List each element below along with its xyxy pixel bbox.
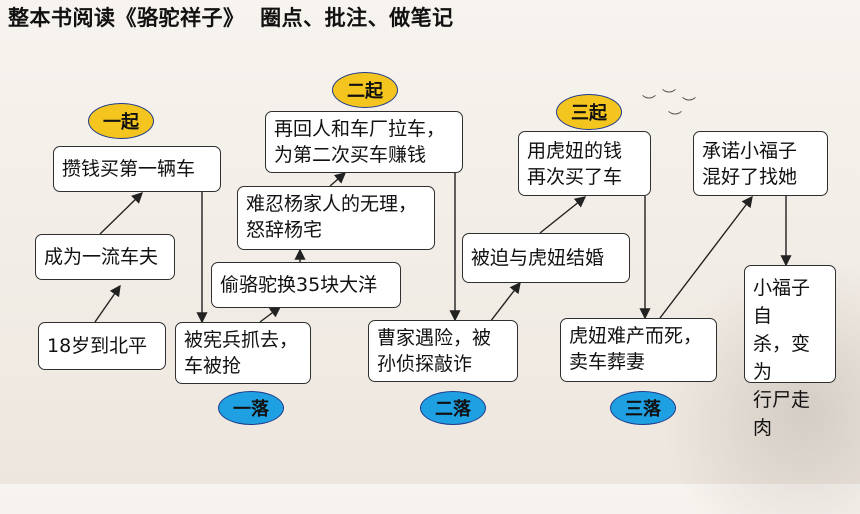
node-first-class-puller: 成为一流车夫 xyxy=(35,234,175,280)
arrow-n6-n7 xyxy=(329,172,347,187)
node-arrive-beiping: 18岁到北平 xyxy=(38,322,166,370)
node-xiaofuzi-suicide: 小福子自 杀，变为 行尸走肉 xyxy=(744,265,836,439)
node-huniu-dies: 虎妞难产而死， 卖车葬妻 xyxy=(560,318,717,382)
arrow-n8-n9 xyxy=(489,281,521,323)
badge-fall-3: 三落 xyxy=(610,391,676,425)
node-back-to-renhe: 再回人和车厂拉车， 为第二次买车赚钱 xyxy=(265,111,463,173)
node-quit-yang-house: 难忍杨家人的无理， 怒辞杨宅 xyxy=(237,186,435,250)
arrow-n4-n5 xyxy=(259,306,282,323)
arrow-n2-n3 xyxy=(99,192,144,235)
node-sell-camels: 偷骆驼换35块大洋 xyxy=(211,262,401,308)
badge-rise-3: 三起 xyxy=(556,94,622,130)
arrow-n9-n10 xyxy=(539,196,587,234)
node-buy-first-car: 攒钱买第一辆车 xyxy=(53,146,221,192)
page-title: 整本书阅读《骆驼祥子》 圈点、批注、做笔记 xyxy=(8,6,454,30)
badge-rise-1: 一起 xyxy=(88,103,154,139)
arrow-n11-n12 xyxy=(659,195,753,319)
bird-icon: ︶ xyxy=(662,89,676,105)
arrow-n1-n2 xyxy=(94,284,121,323)
bird-icon: ︶ xyxy=(668,111,682,127)
flow-arrows xyxy=(94,172,792,324)
badge-fall-1: 一落 xyxy=(218,391,284,425)
node-forced-marriage: 被迫与虎妞结婚 xyxy=(462,233,630,283)
badge-rise-2: 二起 xyxy=(332,72,398,108)
node-promise-xiaofuzi: 承诺小福子 混好了找她 xyxy=(693,131,828,196)
node-captured-car-robbed: 被宪兵抓去， 车被抢 xyxy=(175,322,311,384)
badge-fall-2: 二落 xyxy=(420,391,486,425)
bird-icon: ︶ xyxy=(682,97,696,113)
node-cao-family-danger: 曹家遇险，被 孙侦探敲诈 xyxy=(368,320,518,382)
node-buy-car-again: 用虎妞的钱 再次买了车 xyxy=(518,131,651,196)
bird-icon: ︶ xyxy=(642,95,656,111)
